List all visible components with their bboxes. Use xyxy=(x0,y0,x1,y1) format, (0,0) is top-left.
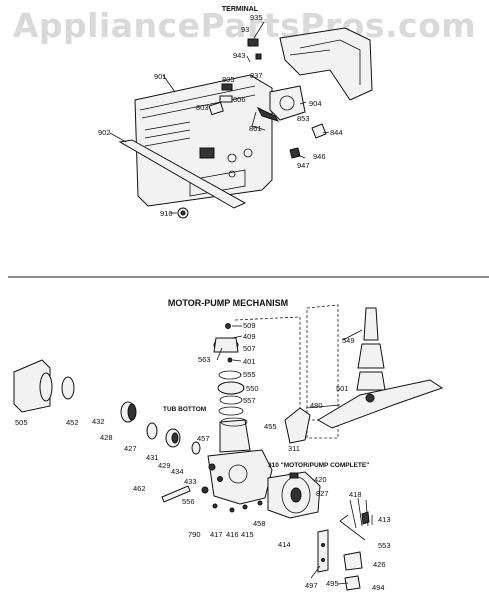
label-557: 557 xyxy=(243,396,256,405)
label-556: 556 xyxy=(182,497,195,506)
label-553: 553 xyxy=(378,541,391,550)
label-901: 901 xyxy=(154,72,167,81)
pump-body xyxy=(207,449,273,505)
tub-seal xyxy=(218,406,244,416)
label-414: 414 xyxy=(278,540,291,549)
control-panel xyxy=(134,74,273,207)
motor-shaft-parts xyxy=(61,376,201,455)
label-837: 837 xyxy=(250,71,263,80)
label-409: 409 xyxy=(243,332,256,341)
terminal-heading: TERMINAL xyxy=(222,6,259,13)
label-93x: 93 xyxy=(241,25,249,34)
label-415: 415 xyxy=(241,530,254,539)
label-434: 434 xyxy=(171,467,184,476)
switch-parts xyxy=(208,83,233,116)
label-431: 431 xyxy=(146,453,159,462)
wash-tower xyxy=(356,307,386,391)
label-457: 457 xyxy=(197,434,210,443)
label-455: 455 xyxy=(264,422,277,431)
label-806: 806 xyxy=(233,95,246,104)
label-803: 803 xyxy=(196,103,209,112)
label-563: 563 xyxy=(198,355,211,364)
label-947: 947 xyxy=(297,161,310,170)
motor-pump-complete-label: 310 "MOTOR/PUMP COMPLETE" xyxy=(268,462,369,469)
label-555: 555 xyxy=(243,370,256,379)
label-827: 827 xyxy=(316,489,329,498)
tub-bottom-label: TUB BOTTOM xyxy=(163,406,206,413)
timer-assembly xyxy=(251,85,306,131)
label-853: 853 xyxy=(297,114,310,123)
label-432: 432 xyxy=(92,417,105,426)
spray-arm xyxy=(317,379,444,429)
filter-housing xyxy=(13,359,53,413)
dashed-box-arm xyxy=(306,304,339,439)
motor-bracket xyxy=(317,497,373,591)
label-433: 433 xyxy=(184,477,197,486)
label-428: 428 xyxy=(100,433,113,442)
label-943: 943 xyxy=(233,51,246,60)
label-311: 311 xyxy=(288,444,300,453)
label-805: 805 xyxy=(222,75,235,84)
label-426: 426 xyxy=(373,560,386,569)
terminal-clip xyxy=(247,38,262,60)
label-790: 790 xyxy=(188,530,201,539)
label-401: 401 xyxy=(243,357,256,366)
label-417: 417 xyxy=(210,530,223,539)
watermark: AppliancePartsPros.com xyxy=(12,6,477,45)
label-509: 509 xyxy=(243,321,256,330)
label-549: 549 xyxy=(342,336,355,345)
label-902: 902 xyxy=(98,128,111,137)
label-904: 904 xyxy=(309,99,322,108)
label-429: 429 xyxy=(158,461,171,470)
label-427: 427 xyxy=(124,444,137,453)
console-housing xyxy=(279,27,373,101)
bottom-leader-lines xyxy=(216,325,366,585)
screws xyxy=(212,500,263,513)
label-494: 494 xyxy=(372,583,385,592)
label-480: 480 xyxy=(310,401,323,410)
rod xyxy=(161,485,209,503)
label-497: 497 xyxy=(305,581,318,590)
label-861: 861 xyxy=(249,124,262,133)
label-416: 416 xyxy=(226,530,239,539)
motor xyxy=(267,471,321,519)
knob xyxy=(177,207,189,219)
top-leader-lines xyxy=(109,21,330,214)
label-452: 452 xyxy=(66,418,79,427)
pump-housing xyxy=(219,417,251,453)
label-458: 458 xyxy=(253,519,266,528)
impeller-stack xyxy=(213,323,245,405)
label-501: 501 xyxy=(336,384,349,393)
dashed-leader xyxy=(234,316,330,421)
label-844: 844 xyxy=(330,128,343,137)
label-505: 505 xyxy=(15,418,28,427)
label-550: 550 xyxy=(246,384,259,393)
label-420: 420 xyxy=(314,475,327,484)
label-495: 495 xyxy=(326,579,339,588)
escutcheon-strip xyxy=(118,139,247,209)
hood xyxy=(284,407,311,444)
label-418: 418 xyxy=(349,490,362,499)
door-switch-parts xyxy=(289,123,327,159)
label-910: 910 xyxy=(160,209,173,218)
label-935: 935 xyxy=(250,13,263,22)
motor-pump-heading: MOTOR-PUMP MECHANISM xyxy=(168,298,288,308)
label-413: 413 xyxy=(378,515,391,524)
label-462: 462 xyxy=(133,484,146,493)
label-507: 507 xyxy=(243,344,256,353)
label-946: 946 xyxy=(313,152,326,161)
